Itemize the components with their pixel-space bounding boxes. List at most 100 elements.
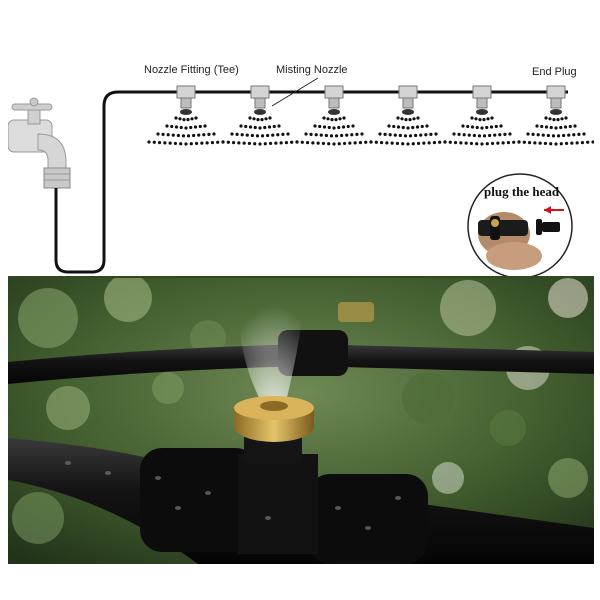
mist-dot bbox=[498, 133, 502, 137]
mist-dot bbox=[549, 125, 553, 130]
mist-dot bbox=[186, 118, 190, 122]
mist-dot bbox=[398, 133, 402, 138]
nozzle-tip bbox=[328, 109, 340, 115]
droplet bbox=[155, 476, 161, 480]
mist-dot bbox=[453, 140, 458, 145]
mist-dot bbox=[221, 140, 225, 144]
tee-fitting-center bbox=[238, 454, 318, 554]
nozzle-fitting-label: Nozzle Fitting (Tee) bbox=[144, 64, 239, 76]
mist-dot bbox=[332, 126, 336, 130]
mist-dot bbox=[264, 117, 268, 121]
mist-dot bbox=[482, 134, 487, 138]
mist-dot bbox=[212, 132, 216, 136]
mist-dot bbox=[501, 141, 505, 145]
mist-dot bbox=[488, 133, 492, 138]
end-plug-label: End Plug bbox=[532, 66, 577, 78]
bokeh-circle bbox=[432, 462, 464, 494]
mist-dot bbox=[424, 133, 428, 137]
droplet bbox=[65, 461, 71, 465]
mist-dot bbox=[277, 124, 281, 128]
mist-dot bbox=[567, 133, 571, 137]
mist-dot bbox=[485, 142, 489, 146]
droplet bbox=[205, 491, 211, 495]
mist-dot bbox=[181, 134, 186, 138]
mist-dot bbox=[378, 132, 382, 136]
mist-dot bbox=[332, 142, 336, 146]
plug-the-head-caption: plug the head bbox=[484, 184, 560, 199]
tee-fitting-icon bbox=[398, 85, 418, 99]
mist-dot bbox=[408, 134, 413, 138]
mist-dot bbox=[358, 140, 363, 145]
droplet bbox=[265, 516, 271, 520]
mist-dot bbox=[342, 141, 347, 146]
nozzle-tip bbox=[550, 109, 562, 115]
mist-dot bbox=[189, 125, 193, 130]
mist-dot bbox=[179, 142, 183, 146]
mist-dot bbox=[538, 141, 542, 145]
mist-dot bbox=[250, 133, 254, 138]
mist-dot bbox=[564, 141, 569, 146]
mist-dot bbox=[192, 133, 196, 138]
bokeh-circle bbox=[12, 492, 64, 544]
mist-dot bbox=[268, 116, 272, 120]
nozzle-tip bbox=[254, 109, 266, 115]
mist-dot bbox=[255, 134, 260, 138]
mist-dot bbox=[388, 133, 392, 137]
mist-dot bbox=[326, 117, 330, 121]
tee-fitting-icon bbox=[324, 85, 344, 99]
nozzle-tip bbox=[180, 109, 192, 115]
mist-dot bbox=[393, 133, 397, 137]
tee-fitting-icon bbox=[176, 85, 196, 99]
mist-dot bbox=[549, 142, 553, 146]
bokeh-circle bbox=[46, 386, 90, 430]
mist-dot bbox=[411, 142, 415, 146]
mist-dot bbox=[340, 133, 344, 138]
mist-dot bbox=[342, 116, 346, 120]
mist-dot bbox=[459, 141, 463, 145]
mist-dot bbox=[544, 125, 549, 129]
mist-dot bbox=[334, 134, 339, 138]
mist-dot bbox=[337, 125, 341, 130]
mist-dot bbox=[304, 132, 308, 136]
mist-dot bbox=[369, 140, 373, 144]
mist-dot bbox=[258, 126, 262, 130]
mist-dot bbox=[408, 118, 412, 122]
mist-dot bbox=[268, 141, 273, 146]
bokeh-circle bbox=[402, 372, 454, 424]
mist-dot bbox=[337, 142, 341, 146]
mist-dot bbox=[194, 141, 199, 146]
mist-dot bbox=[216, 140, 220, 144]
mist-dot bbox=[252, 117, 256, 121]
mist-dot bbox=[360, 132, 364, 136]
mist-dot bbox=[554, 142, 558, 146]
mist-dot bbox=[461, 124, 465, 128]
mist-dot bbox=[226, 140, 230, 144]
mist-dot bbox=[327, 125, 331, 130]
mist-dot bbox=[189, 142, 193, 146]
mist-dot bbox=[474, 117, 478, 121]
mist-dot bbox=[416, 141, 421, 146]
mist-dot bbox=[166, 133, 170, 137]
mist-dot bbox=[559, 142, 563, 146]
mist-dot bbox=[253, 142, 257, 146]
mist-dot bbox=[253, 125, 257, 130]
mist-dot bbox=[237, 141, 241, 145]
mist-dot bbox=[267, 125, 272, 129]
diagram-drawing bbox=[7, 77, 595, 279]
droplet bbox=[395, 496, 401, 500]
mist-dot bbox=[493, 133, 497, 137]
mist-dot bbox=[573, 124, 577, 128]
bokeh-circle bbox=[548, 278, 588, 318]
mist-dot bbox=[540, 124, 544, 129]
mist-dot bbox=[260, 118, 264, 122]
mist-dot bbox=[536, 133, 540, 137]
mist-dot bbox=[260, 134, 265, 138]
mist-dot bbox=[258, 142, 262, 146]
mist-dot bbox=[425, 124, 429, 128]
mist-dot bbox=[559, 125, 563, 130]
mist-dot bbox=[193, 125, 198, 129]
mist-dot bbox=[173, 141, 178, 146]
mist-dot bbox=[489, 125, 494, 129]
mist-dot bbox=[309, 132, 313, 136]
mist-dot bbox=[152, 140, 156, 144]
